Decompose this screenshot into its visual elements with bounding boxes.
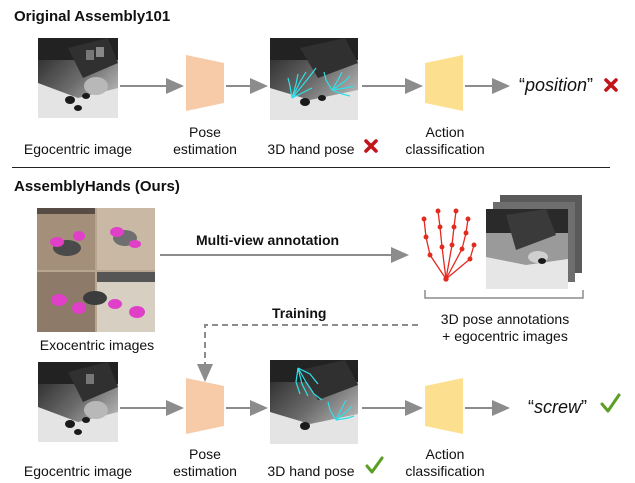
output-word-2: screw (534, 397, 582, 417)
section-divider (12, 167, 610, 168)
check-icon (365, 456, 384, 474)
caption-action-line1-2: Action (425, 446, 465, 462)
caption-pose-line1-2: Pose (189, 446, 221, 462)
multiview-annotation-label: Multi-view annotation (196, 232, 340, 248)
caption-exocentric-images: Exocentric images (39, 337, 155, 353)
action-classification-block-2 (425, 378, 463, 434)
training-label: Training (272, 305, 327, 321)
pose-estimation-block (186, 55, 224, 111)
caption-action-line2: classification (405, 141, 485, 157)
check-icon (600, 393, 621, 413)
caption-egocentric-image-2: Egocentric image (23, 463, 133, 479)
cross-icon (604, 78, 618, 92)
caption-pose-line1: Pose (189, 124, 221, 140)
hand-skeleton-cyan-2 (295, 367, 355, 421)
section-title-assemblyhands: AssemblyHands (Ours) (14, 178, 180, 195)
section-title-original: Original Assembly101 (14, 8, 171, 25)
caption-pose-line2-2: estimation (173, 463, 237, 479)
caption-pose-line2: estimation (173, 141, 237, 157)
output-word: position (525, 75, 588, 95)
hand-pose-image (270, 38, 358, 120)
annotations-line2: + egocentric images (442, 328, 568, 344)
annotations-line1: 3D pose annotations (440, 311, 570, 327)
pose-estimation-block-2 (186, 378, 224, 434)
red-hand-skeleton (421, 208, 477, 282)
cross-icon (364, 139, 378, 153)
caption-egocentric-image: Egocentric image (23, 141, 133, 157)
exocentric-images (37, 208, 155, 332)
output-label-screw: “screw” (528, 397, 588, 417)
caption-hand-pose: 3D hand pose (267, 141, 355, 157)
caption-action-line2-2: classification (405, 463, 485, 479)
hand-skeleton-cyan (287, 67, 355, 99)
action-classification-block (425, 55, 463, 111)
caption-hand-pose-2: 3D hand pose (267, 463, 355, 479)
egocentric-image (38, 38, 118, 118)
caption-action-line1: Action (425, 124, 465, 140)
hand-pose-image-2 (270, 360, 358, 444)
egocentric-image-2 (38, 362, 118, 442)
egocentric-image-stack (486, 195, 582, 289)
output-label-position: “position” (519, 75, 594, 95)
